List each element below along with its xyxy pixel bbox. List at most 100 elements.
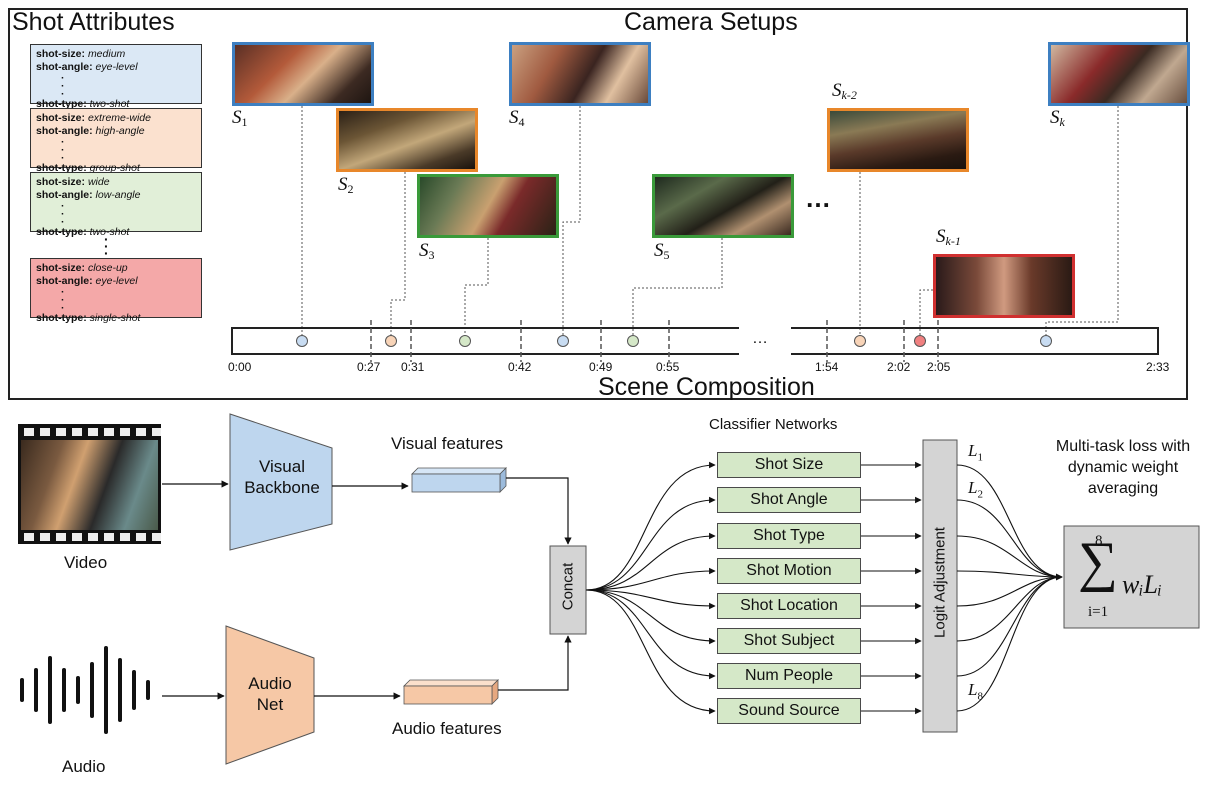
- arrow-audio-to-concat: [498, 635, 572, 691]
- shot-label-s3: S3: [419, 240, 435, 263]
- logit-adjustment-block: [922, 439, 958, 733]
- video-label: Video: [64, 553, 108, 572]
- shot-label-base: S: [654, 240, 664, 261]
- shot-dot-s5: [627, 335, 639, 347]
- timeline-ticks: [370, 320, 939, 362]
- timeline-bar-left: [231, 327, 741, 355]
- connector-s5: [632, 238, 723, 336]
- audio-feature-vector: [403, 679, 499, 705]
- audio-features-label: Audio features: [392, 719, 502, 738]
- timeline-gap: [739, 327, 791, 355]
- visual-backbone-label: Visual Backbone: [238, 456, 326, 498]
- classifier-shot-size: Shot Size: [717, 452, 861, 478]
- shot-thumbnail-s3: [417, 174, 559, 238]
- attr-key: shot-size:: [36, 48, 86, 60]
- shot-thumbnail-sk-2: [827, 108, 969, 172]
- attr-value: group-shot: [89, 162, 140, 174]
- shot-label-sub: 4: [518, 115, 525, 129]
- loss-label-l8: L8: [968, 680, 983, 702]
- shot-label-sk-2: Sk-2: [832, 80, 857, 103]
- shot-label-s5: S5: [654, 240, 670, 263]
- shot-label-sub: 5: [663, 248, 670, 262]
- classifier-shot-angle: Shot Angle: [717, 487, 861, 513]
- attr-value: eye-level: [95, 275, 138, 287]
- shot-label-sub: 3: [428, 248, 435, 262]
- loss-title-line2: dynamic weight: [1067, 459, 1179, 476]
- attr-value: high-angle: [95, 125, 145, 137]
- shot-label-base: S: [936, 226, 946, 247]
- video-frame-image: [21, 440, 158, 530]
- audio-label: Audio: [62, 757, 106, 776]
- shot-label-base: S: [419, 240, 429, 261]
- shot-dot-sk-2: [854, 335, 866, 347]
- loss-label-sub: 1: [977, 451, 983, 464]
- shot-label-base: S: [832, 80, 842, 101]
- concat-block: [549, 545, 587, 635]
- shot-dot-s1: [296, 335, 308, 347]
- shot-label-sub: 2: [347, 182, 354, 196]
- loss-label-l2: L2: [968, 478, 983, 500]
- vertical-dots: ···: [61, 286, 65, 314]
- attr-key: shot-type:: [36, 98, 87, 110]
- shot-thumbnail-s4: [509, 42, 651, 106]
- shot-label-sub: k-2: [841, 88, 857, 102]
- sum-term: wᵢLᵢ: [1122, 570, 1163, 599]
- loss-label-base: L: [968, 478, 978, 497]
- pipeline-svg: [162, 413, 1200, 765]
- tick-label: 0:31: [401, 360, 425, 374]
- attr-key: shot-angle:: [36, 125, 93, 137]
- shot-dot-s2: [385, 335, 397, 347]
- camera-setups-title: Camera Setups: [624, 8, 798, 36]
- attr-key: shot-type:: [36, 162, 87, 174]
- shot-dot-sk: [1040, 335, 1052, 347]
- classifier-shot-motion: Shot Motion: [717, 558, 861, 584]
- shot-label-s1: S1: [232, 107, 248, 130]
- concat-label: Concat: [559, 562, 577, 611]
- attribute-box-4: shot-size: close-up shot-angle: eye-leve…: [30, 258, 202, 324]
- attribute-box-1: shot-size: medium shot-angle: eye-level …: [30, 44, 202, 110]
- logit-adjustment-label: Logit Adjustment: [931, 527, 949, 638]
- loss-title-line1: Multi-task loss with: [1055, 438, 1191, 455]
- attr-key: shot-size:: [36, 176, 86, 188]
- shot-thumbnail-s5: [652, 174, 794, 238]
- vertical-dots: ···: [61, 136, 65, 164]
- tick-label: 2:02: [887, 360, 911, 374]
- tick-label: 0:55: [656, 360, 680, 374]
- classifier-to-logit-arrows: [861, 461, 922, 715]
- shot-thumbnail-s1: [232, 42, 374, 106]
- loss-label-sub: 2: [977, 488, 983, 501]
- attr-value: two-shot: [89, 98, 130, 110]
- shot-label-base: S: [1050, 107, 1060, 128]
- sum-upper-limit: 8: [1095, 533, 1103, 549]
- visual-backbone-label-line2: Backbone: [244, 478, 320, 497]
- shot-attributes-title: Shot Attributes: [12, 8, 175, 36]
- timeline-ellipsis: …: [752, 330, 768, 347]
- visual-backbone-block: [229, 413, 333, 551]
- scene-composition-panel: [8, 8, 1188, 400]
- classifier-shot-location: Shot Location: [717, 593, 861, 619]
- loss-sum-block: [1063, 525, 1200, 629]
- scene-composition-title: Scene Composition: [598, 373, 815, 401]
- shot-label-base: S: [338, 174, 348, 195]
- attribute-box-2: shot-size: extreme-wide shot-angle: high…: [30, 108, 202, 174]
- audio-net-label: Audio Net: [230, 673, 310, 715]
- attr-value: close-up: [87, 262, 128, 274]
- vertical-dots: ···: [61, 200, 65, 228]
- attr-value: low-angle: [95, 189, 141, 201]
- loss-title-line3: averaging: [1087, 480, 1159, 497]
- concat-to-classifier-arrows: [585, 461, 716, 715]
- visual-feature-vector: [411, 467, 507, 493]
- film-perforations-bottom: [18, 533, 161, 541]
- shot-thumbnail-s2: [336, 108, 478, 172]
- shot-dot-s4: [557, 335, 569, 347]
- shot-label-base: S: [509, 107, 519, 128]
- shot-dot-sk-1: [914, 335, 926, 347]
- attr-value: eye-level: [95, 61, 138, 73]
- classifier-num-people: Num People: [717, 663, 861, 689]
- visual-features-label: Visual features: [391, 434, 504, 453]
- connector-s4: [562, 106, 581, 336]
- attr-key: shot-type:: [36, 226, 87, 238]
- attr-value: extreme-wide: [87, 112, 151, 124]
- audio-net-block: [225, 625, 315, 765]
- shot-label-s2: S2: [338, 174, 354, 197]
